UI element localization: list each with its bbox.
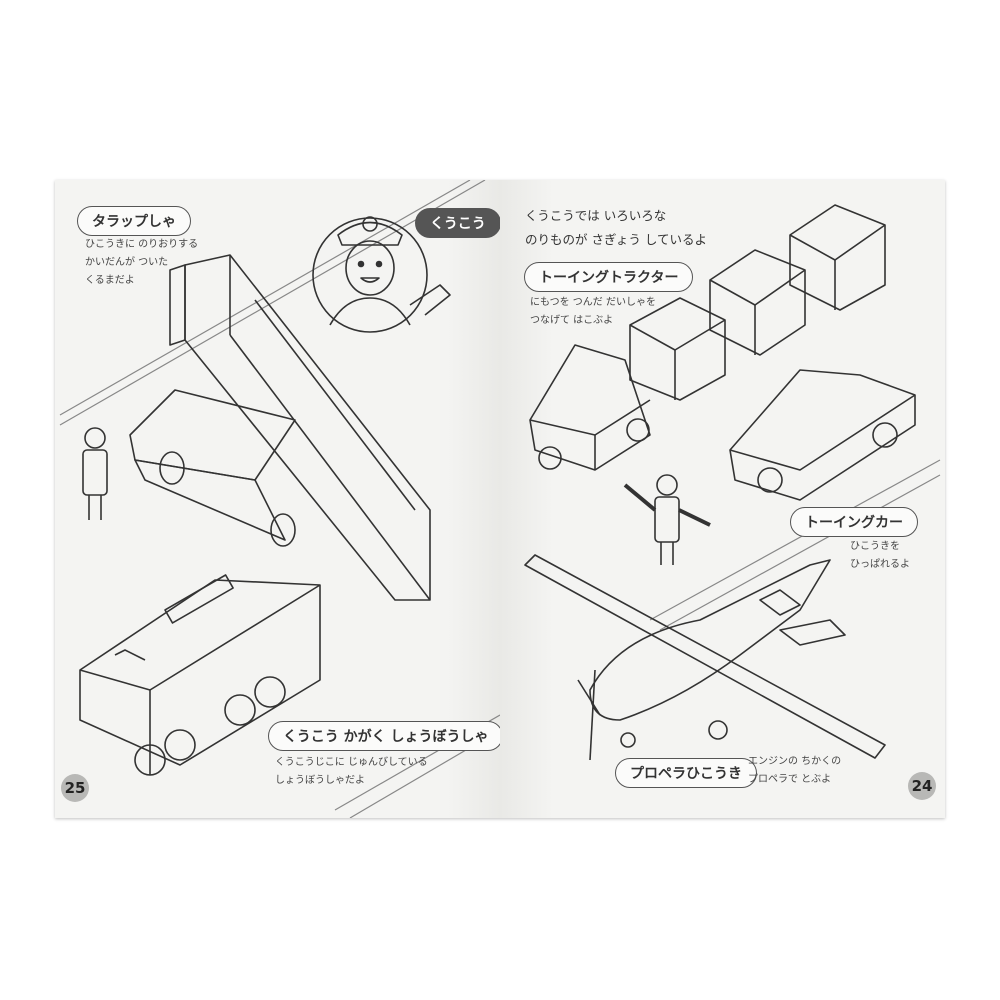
page-24: くうこうでは いろいろな のりものが さぎょう しているよ トーイングトラクター… <box>500 180 945 818</box>
desc-line: ひこうきを <box>850 541 900 552</box>
pilot-portrait <box>312 216 451 333</box>
airport-badge: くうこう <box>415 208 501 238</box>
right-page-illustrations <box>524 204 941 761</box>
towing-tractor-drawing <box>529 204 886 471</box>
stair-truck-description: ひこうきに のりおりする かいだんが ついた くるまだよ <box>85 236 198 290</box>
marshaller-person-right <box>623 474 711 565</box>
desc-line: ひっぱれるよ <box>850 559 910 570</box>
marshaller-person-left <box>82 427 108 520</box>
stair-truck-label: タラップしゃ <box>77 206 191 236</box>
desc-line: ひこうきに のりおりする <box>85 239 199 250</box>
fire-truck-label: くうこう かがく しょうぼうしゃ <box>268 721 504 751</box>
desc-line: つなげて はこぶよ <box>530 315 614 326</box>
desc-line: にもつを つんだ だいしゃを <box>530 297 656 308</box>
towing-tractor-label: トーイングトラクター <box>524 262 694 292</box>
intro-text: くうこうでは いろいろな のりものが さぎょう しているよ <box>525 204 707 252</box>
propeller-plane-label: プロペラひこうき <box>615 758 757 788</box>
desc-line: しょうぼうしゃだよ <box>275 775 365 786</box>
towing-car-drawing <box>729 369 916 501</box>
page-number-24: 24 <box>908 772 936 800</box>
desc-line: プロペラで とぶよ <box>748 774 832 785</box>
intro-line: のりものが さぎょう しているよ <box>525 232 707 247</box>
runway-lines <box>649 459 941 631</box>
propeller-plane-drawing <box>524 554 886 761</box>
page-number-25: 25 <box>61 774 89 802</box>
desc-line: エンジンの ちかくの <box>748 756 842 767</box>
towing-car-label: トーイングカー <box>790 507 918 537</box>
propeller-plane-description: エンジンの ちかくの プロペラで とぶよ <box>748 753 841 789</box>
page-25: タラップしゃ ひこうきに のりおりする かいだんが ついた くるまだよ くうこう… <box>55 180 504 818</box>
desc-line: くるまだよ <box>85 275 135 286</box>
desc-line: かいだんが ついた <box>85 257 169 268</box>
towing-car-description: ひこうきを ひっぱれるよ <box>850 538 910 574</box>
fire-truck-description: くうこうじこに じゅんびしている しょうぼうしゃだよ <box>275 754 428 790</box>
towing-tractor-description: にもつを つんだ だいしゃを つなげて はこぶよ <box>530 294 656 330</box>
fire-truck-drawing <box>79 574 321 776</box>
left-page-illustrations <box>59 180 500 818</box>
intro-line: くうこうでは いろいろな <box>525 208 667 223</box>
desc-line: くうこうじこに じゅんびしている <box>275 757 428 768</box>
stair-truck-drawing <box>129 254 431 601</box>
coloring-book-spread: タラップしゃ ひこうきに のりおりする かいだんが ついた くるまだよ くうこう… <box>55 180 945 818</box>
